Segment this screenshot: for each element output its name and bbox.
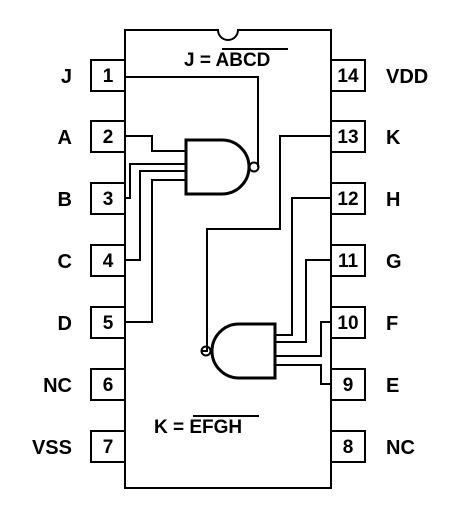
wire-input-pin-9	[275, 364, 331, 385]
pin-number: 12	[337, 189, 358, 210]
equation-j-overbar-term: ABCD	[216, 50, 271, 71]
pin-label-vdd: VDD	[386, 66, 428, 88]
pin-2-box	[90, 120, 126, 153]
pin-number: 7	[103, 437, 114, 458]
pin-8-box	[330, 430, 366, 463]
pin-number: 10	[337, 313, 358, 334]
pin-label-f: F	[386, 313, 398, 335]
pin-4-box	[90, 244, 126, 277]
wiring-gate-j	[125, 76, 259, 323]
pin-label-d: D	[58, 313, 72, 335]
pin-6-box	[90, 368, 126, 401]
nand-gate-j-body	[184, 138, 251, 196]
nand-gate-k-body	[210, 322, 277, 380]
pin-label-k: K	[386, 127, 401, 149]
pin-number: 5	[103, 313, 114, 334]
pin-label-nc: NC	[386, 437, 415, 459]
pin-label-c: C	[58, 251, 72, 273]
pin-number: 14	[337, 66, 359, 87]
wire-output-pin-1	[125, 76, 259, 167]
wire-input-pin-10	[275, 321, 331, 357]
pin-label-b: B	[58, 189, 72, 211]
pin-5-box	[90, 306, 126, 339]
pin-number: 1	[103, 66, 114, 87]
pin-label-nc: NC	[43, 375, 72, 397]
pin-label-e: E	[386, 375, 399, 397]
wire-input-pin-11	[275, 259, 331, 343]
pin-9-box	[330, 368, 366, 401]
pin-number: 9	[343, 375, 354, 396]
pin-14-box	[330, 59, 366, 92]
wire-input-pin-2	[125, 135, 186, 152]
equation-k-lhs: K =	[154, 417, 189, 438]
pin-label-j: J	[61, 66, 72, 88]
pin-number: 4	[103, 251, 114, 272]
pin-7-box	[90, 430, 126, 463]
left-pins	[90, 59, 126, 463]
pin-1-box	[90, 59, 126, 92]
equation-j: J = ABCD	[184, 50, 270, 71]
pin-number: 11	[338, 251, 359, 272]
pin-number: 13	[337, 127, 358, 148]
equation-j-lhs: J =	[184, 50, 216, 71]
pin-number: 8	[343, 437, 354, 458]
pin-number: 6	[103, 375, 114, 396]
wire-input-pin-12	[275, 197, 331, 336]
wire-input-pin-3	[125, 163, 186, 199]
pin-number: 2	[103, 127, 114, 148]
wire-input-pin-5	[125, 179, 186, 323]
equation-k: K = EFGH	[154, 417, 242, 438]
wiring-gate-k	[202, 135, 331, 385]
nand-gate-k	[200, 322, 277, 380]
equation-k-overbar-term: EFGH	[189, 417, 242, 438]
wire-input-pin-4	[125, 170, 186, 261]
pin-label-vss: VSS	[32, 437, 72, 459]
wire-output-pin-13	[202, 135, 331, 352]
pin-13-box	[330, 120, 366, 153]
pin-label-h: H	[386, 189, 400, 211]
pin-label-g: G	[386, 251, 402, 273]
pin-label-a: A	[58, 127, 72, 149]
pin-number: 3	[103, 189, 114, 210]
